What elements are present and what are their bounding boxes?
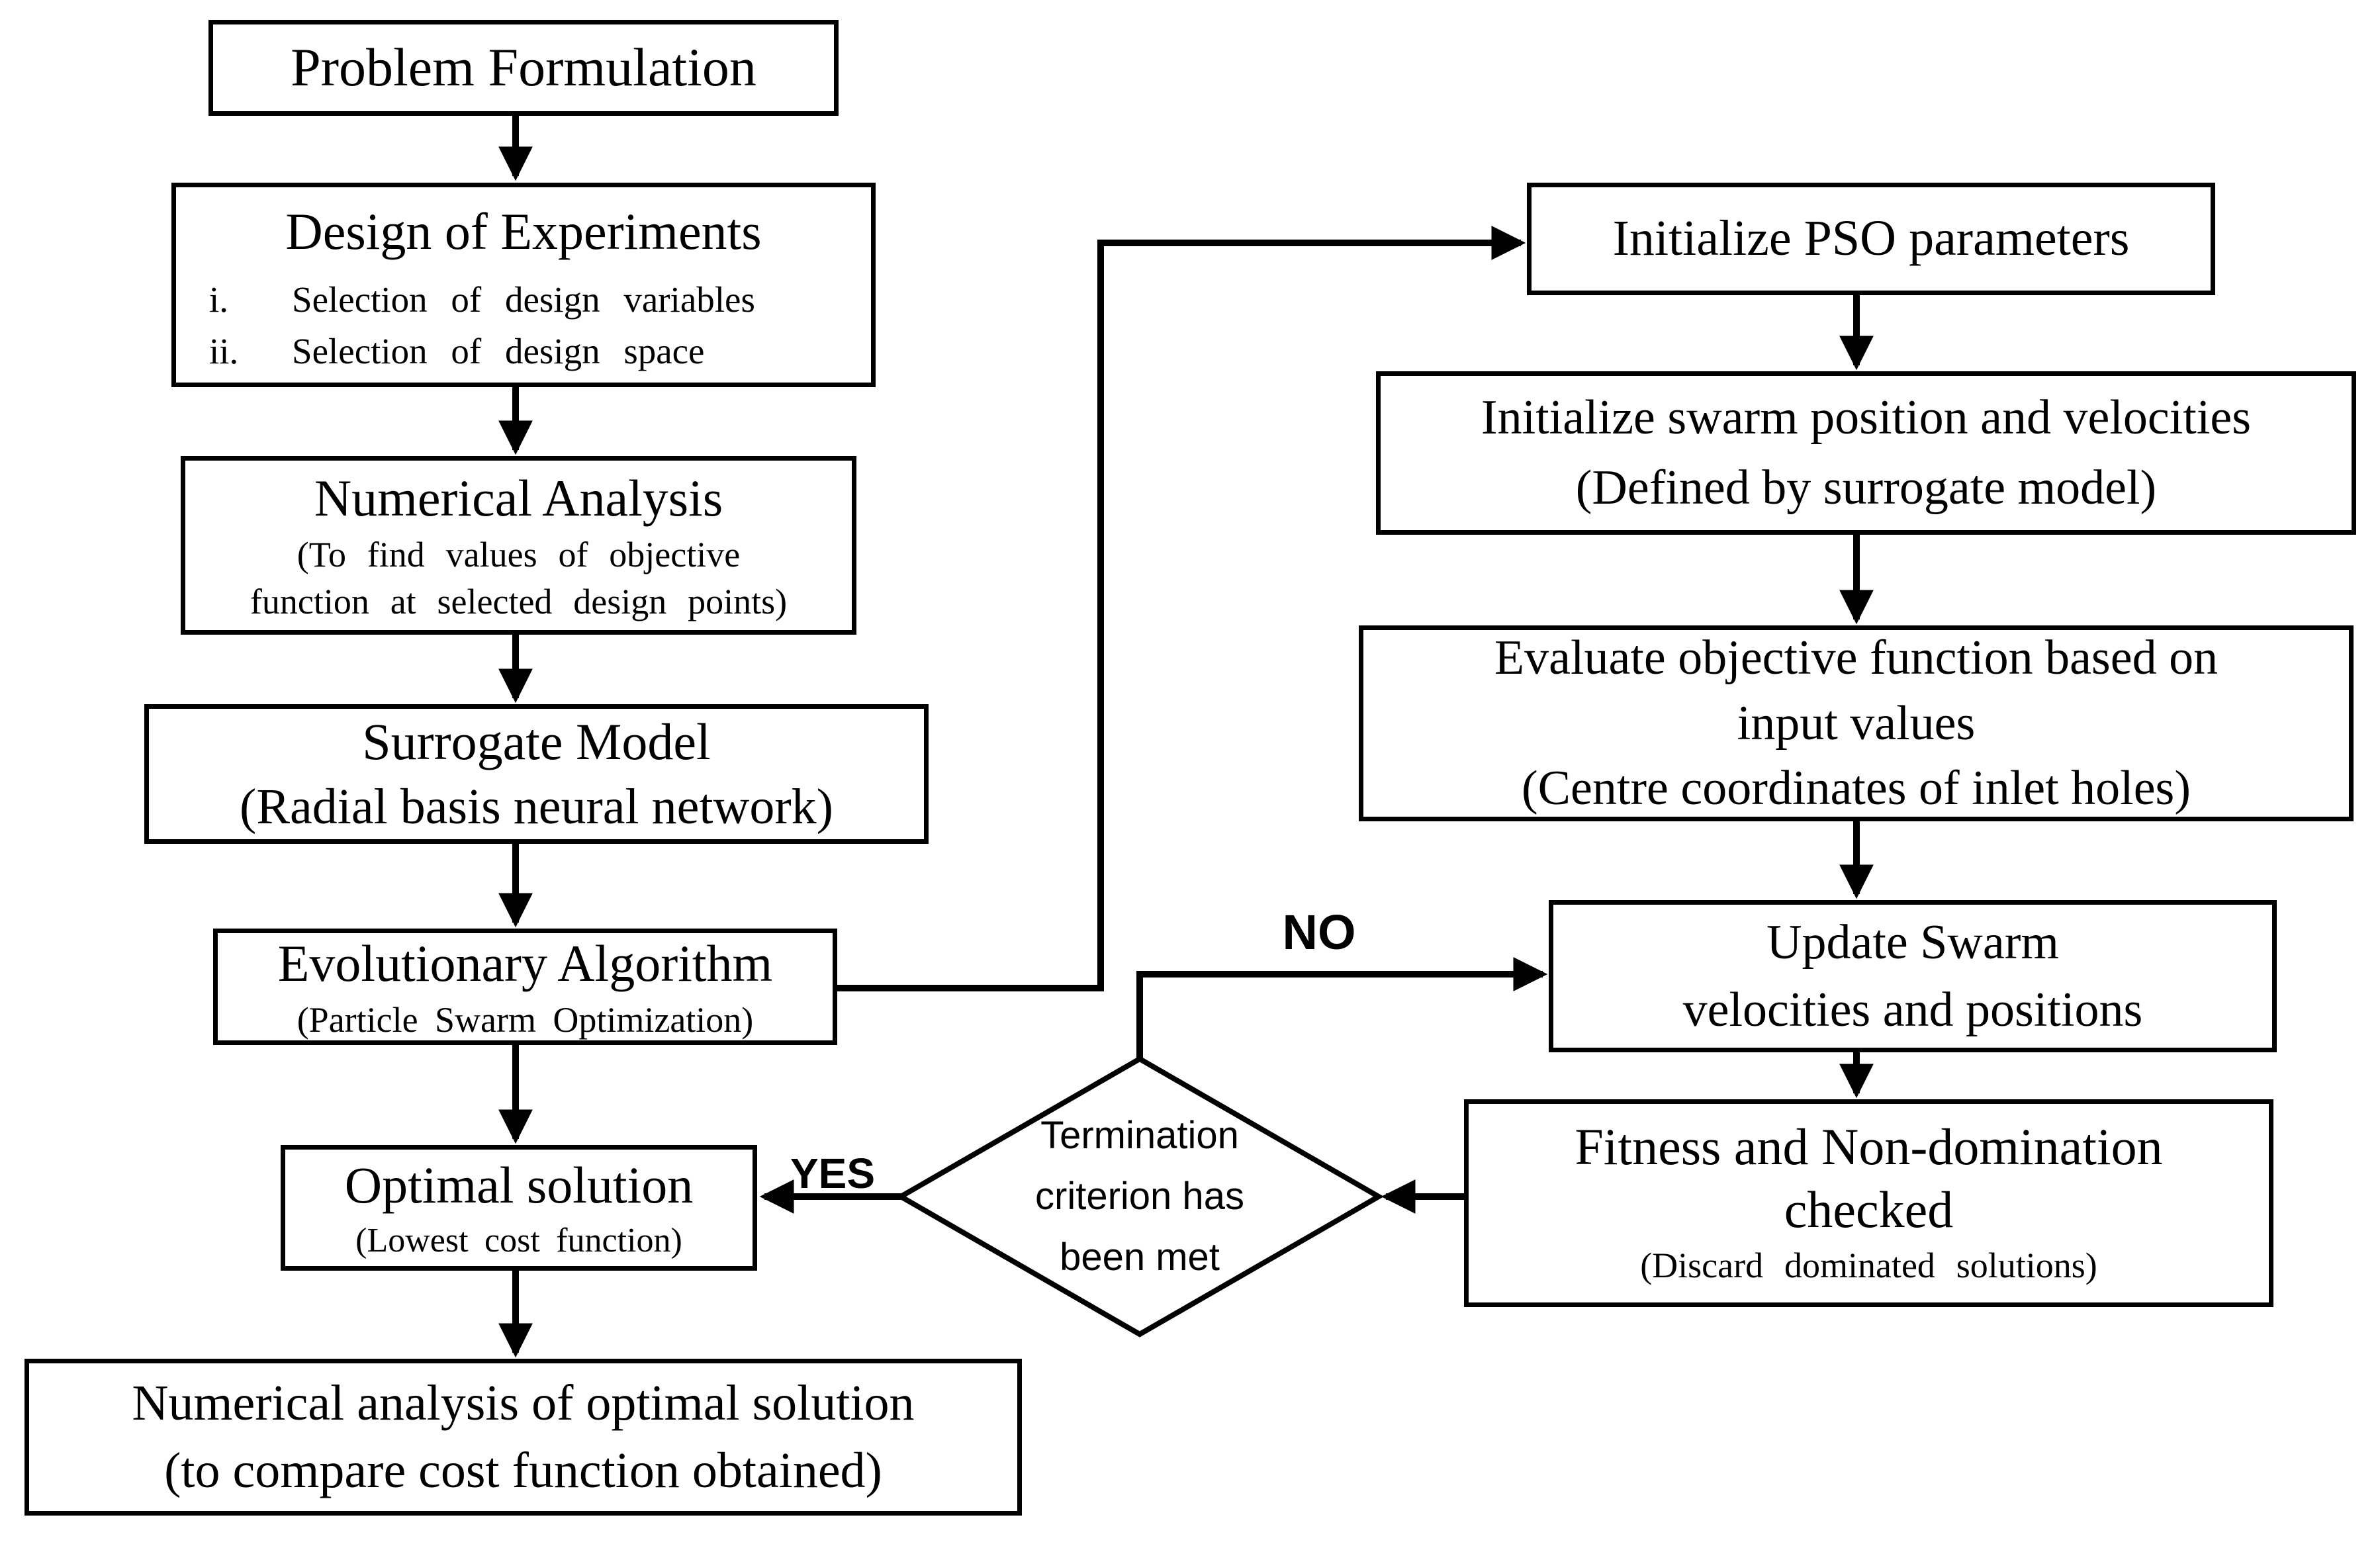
- decision-line: criterion has: [1035, 1175, 1244, 1218]
- node-title: Numerical analysis of optimal solution: [132, 1375, 915, 1431]
- node-title: Evolutionary Algorithm: [277, 934, 773, 992]
- node-initialize-pso: Initialize PSO parameters: [1527, 183, 2215, 295]
- node-text: input values: [1737, 696, 1976, 751]
- decision-diamond: [895, 1056, 1385, 1338]
- decision-line: been met: [1060, 1236, 1220, 1279]
- node-title: Surrogate Model: [362, 712, 711, 770]
- node-optimal-solution: Optimal solution (Lowest cost function): [281, 1145, 757, 1271]
- node-text: velocities and positions: [1682, 983, 2143, 1037]
- list-item: ii. Selection of design space: [176, 326, 871, 377]
- node-numerical-analysis: Numerical Analysis (To find values of ob…: [181, 456, 856, 635]
- node-title: Initialize swarm position and velocities: [1481, 390, 2252, 445]
- node-subtext: (To find values of objective: [297, 534, 741, 574]
- node-subtext: (Centre coordinates of inlet holes): [1522, 761, 2191, 816]
- list-item-text: Selection of design space: [292, 331, 705, 372]
- list-item-number: ii.: [209, 331, 239, 372]
- node-subtext: (Discard dominated solutions): [1640, 1246, 2097, 1286]
- list-item: i. Selection of design variables: [176, 274, 871, 326]
- node-text: checked: [1784, 1181, 1954, 1239]
- node-subtext: (to compare cost function obtained): [164, 1442, 882, 1498]
- node-problem-formulation: Problem Formulation: [208, 20, 839, 116]
- node-fitness-check: Fitness and Non-domination checked (Disc…: [1464, 1099, 2273, 1307]
- node-subtext: function at selected design points): [250, 581, 788, 621]
- node-title: Optimal solution: [344, 1156, 694, 1214]
- decision-line: Termination: [1040, 1114, 1239, 1157]
- connector-ea-to-pso: [837, 226, 1526, 991]
- connector-no-path: [1136, 957, 1548, 1059]
- node-subtext: (Radial basis neural network): [240, 778, 833, 835]
- label-no: NO: [1282, 905, 1356, 960]
- node-subtext: (Defined by surrogate model): [1575, 460, 2157, 515]
- list-item-number: i.: [209, 279, 229, 320]
- node-surrogate-model: Surrogate Model (Radial basis neural net…: [144, 704, 929, 844]
- decision-termination-text: Termination criterion has been met: [908, 1105, 1371, 1288]
- node-update-swarm: Update Swarm velocities and positions: [1549, 900, 2277, 1052]
- node-evaluate-objective: Evaluate objective function based on inp…: [1359, 625, 2354, 821]
- node-design-of-experiments: Design of Experiments i. Selection of de…: [171, 183, 876, 387]
- node-subtext: (Particle Swarm Optimization): [297, 999, 754, 1040]
- label-yes: YES: [790, 1150, 876, 1197]
- node-title: Numerical Analysis: [314, 469, 723, 527]
- node-title: Update Swarm: [1766, 915, 2059, 970]
- node-title: Design of Experiments: [285, 203, 762, 260]
- node-evolutionary-algorithm: Evolutionary Algorithm (Particle Swarm O…: [213, 929, 837, 1045]
- node-title: Initialize PSO parameters: [1612, 210, 2130, 267]
- node-subtext: (Lowest cost function): [355, 1222, 682, 1260]
- node-numerical-analysis-optimal: Numerical analysis of optimal solution (…: [24, 1359, 1022, 1516]
- list-item-text: Selection of design variables: [292, 279, 755, 320]
- node-title: Fitness and Non-domination: [1575, 1118, 2163, 1176]
- node-title: Evaluate objective function based on: [1494, 631, 2219, 686]
- node-initialize-swarm: Initialize swarm position and velocities…: [1376, 371, 2356, 535]
- node-title: Problem Formulation: [291, 37, 756, 98]
